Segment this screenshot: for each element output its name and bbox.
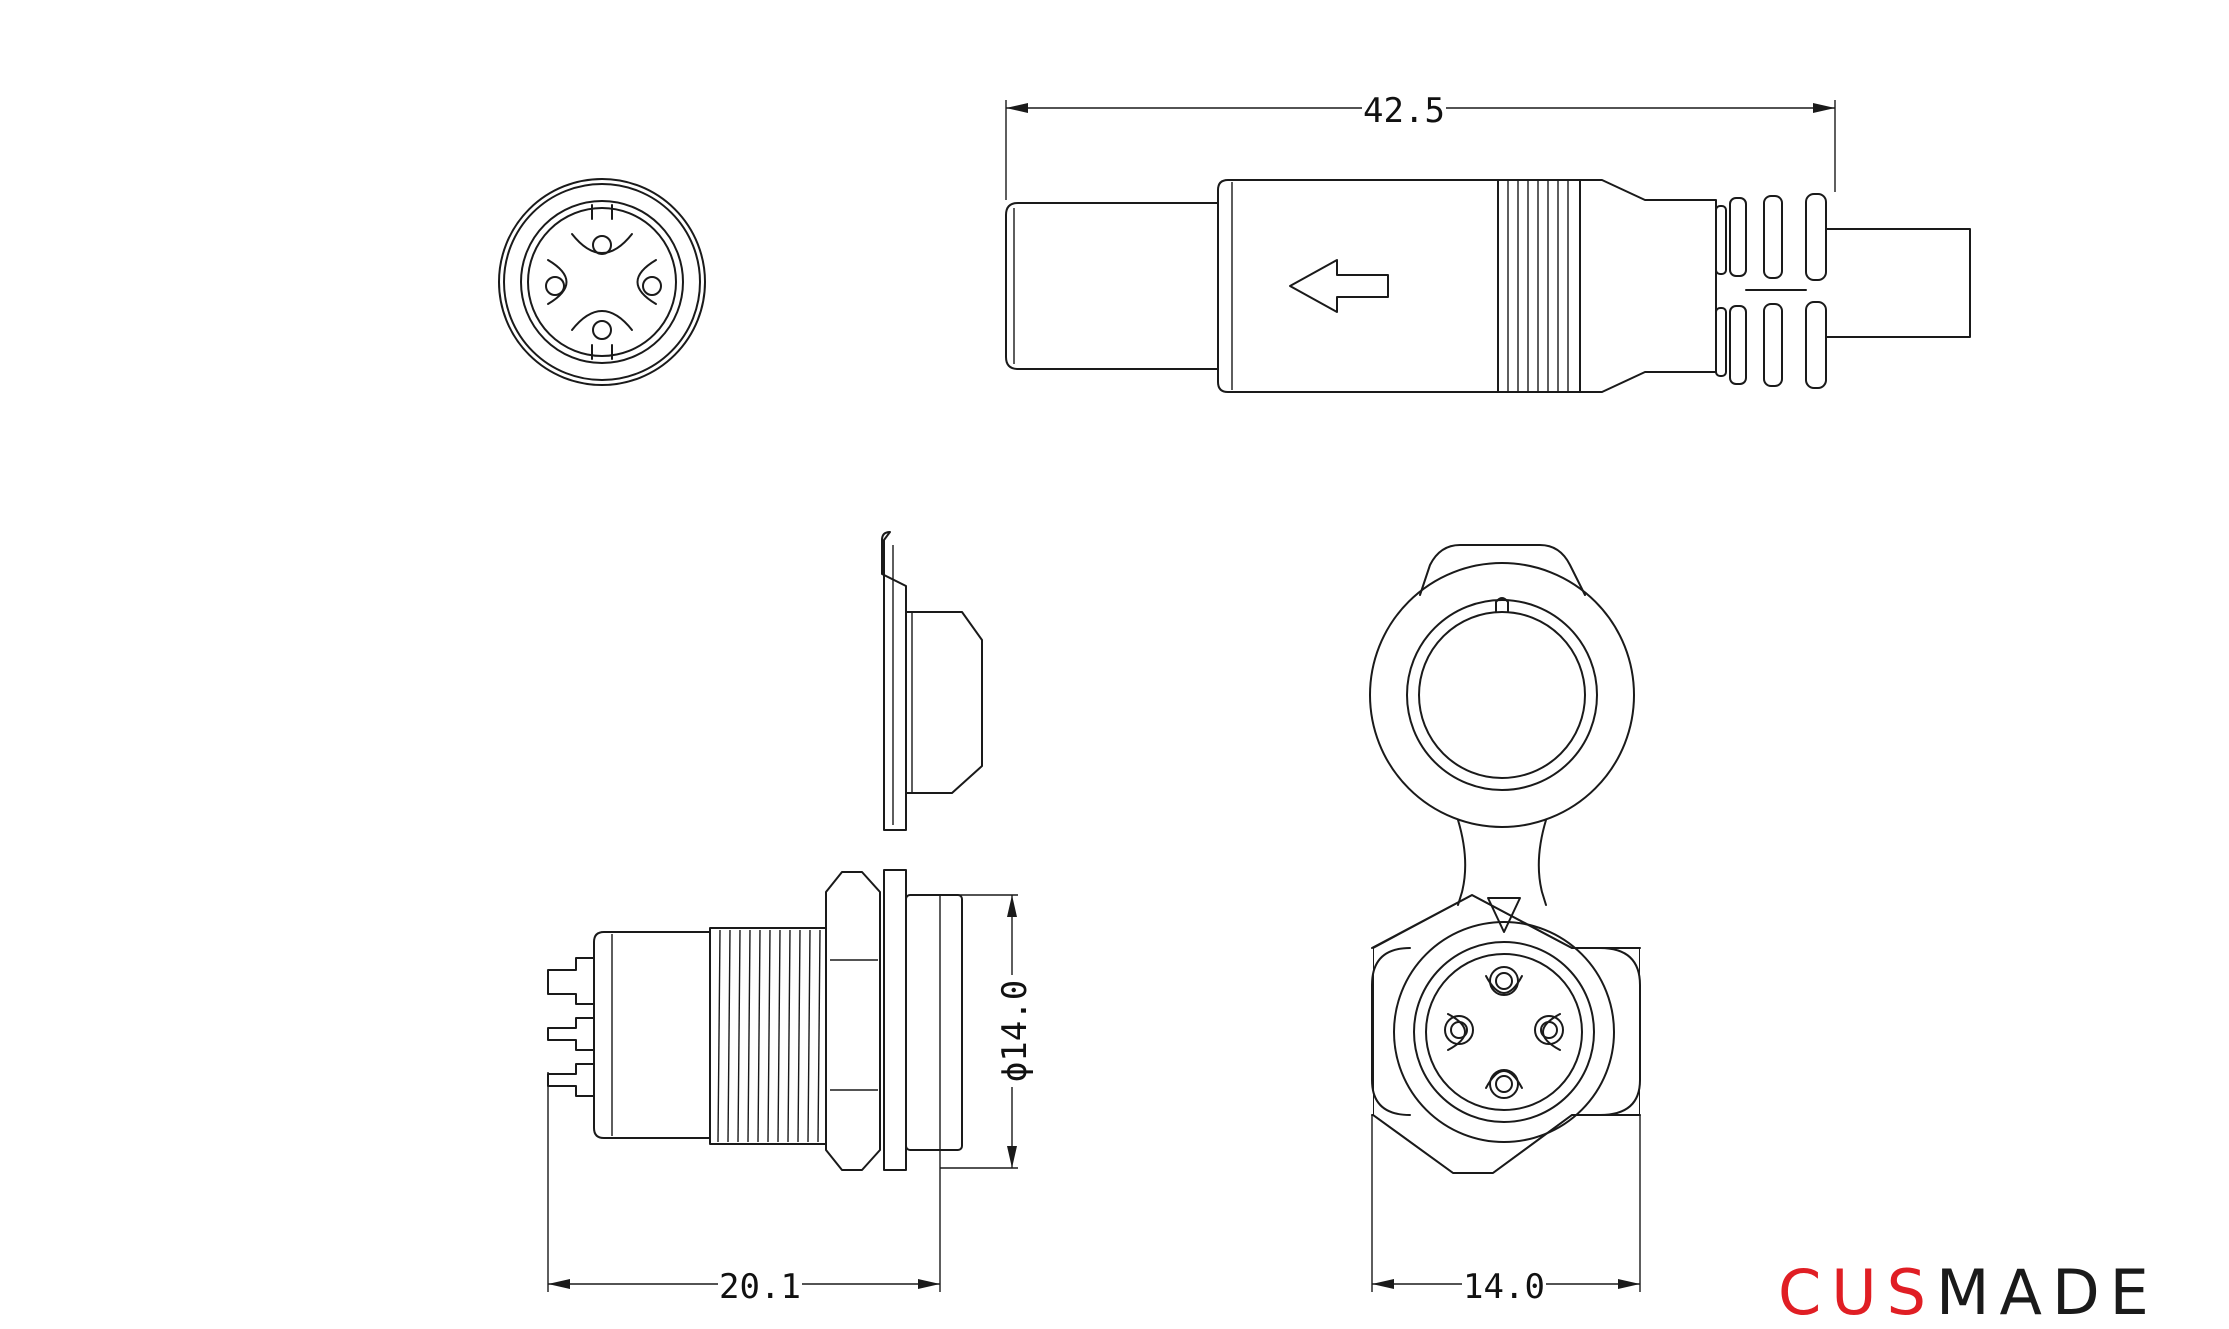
dimension-flange-width: 14.0 xyxy=(1371,1115,1641,1307)
dimension-overall-length: 42.5 xyxy=(1005,88,1836,200)
panel-mount-front-view xyxy=(1369,544,1641,1174)
dim-label-thread-diameter: ϕ14.0 xyxy=(995,980,1035,1082)
strain-relief-ribs xyxy=(1715,193,1827,389)
dim-label-overall-length: 42.5 xyxy=(1363,91,1445,131)
panel-mount-side-view xyxy=(547,531,983,1171)
brand-logo-part-made: MADE xyxy=(1936,1256,2159,1329)
dimension-thread-diameter: ϕ14.0 xyxy=(940,894,1035,1169)
dimension-panel-depth: 20.1 xyxy=(547,1072,941,1307)
dim-label-panel-depth: 20.1 xyxy=(719,1267,801,1307)
panel-thread xyxy=(709,927,827,1145)
brand-logo: CUSMADE xyxy=(1778,1262,2159,1324)
plug-thread-ring xyxy=(1497,179,1581,393)
brand-logo-part-cus: CUS xyxy=(1778,1256,1937,1329)
dim-label-flange-width: 14.0 xyxy=(1463,1267,1545,1307)
cable xyxy=(1825,228,1971,338)
connector-face-view xyxy=(498,178,706,386)
cable-plug-side-view xyxy=(1005,179,1971,393)
